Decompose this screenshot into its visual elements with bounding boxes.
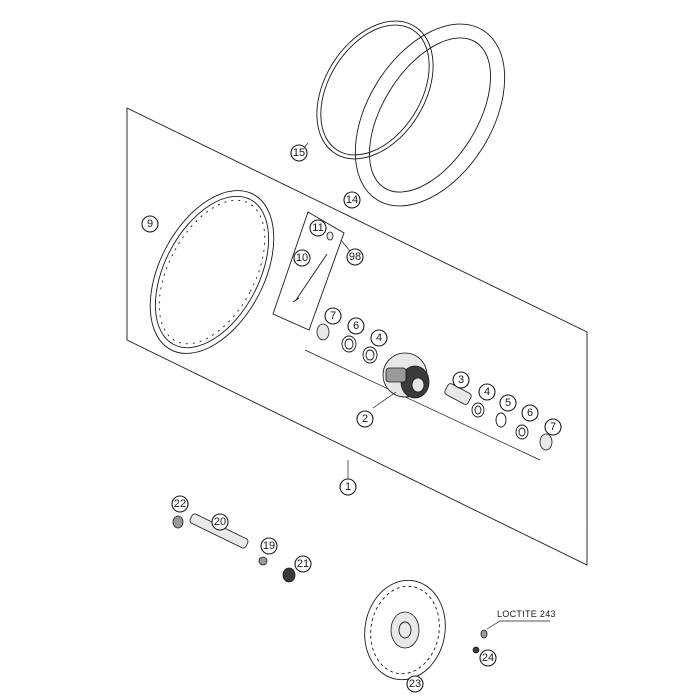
callout-23: 23 xyxy=(406,675,424,693)
callout-5: 5 xyxy=(499,394,517,412)
callout-1: 1 xyxy=(339,478,357,496)
callout-19: 19 xyxy=(260,537,278,555)
svg-text:6: 6 xyxy=(527,407,533,419)
callout-14: 14 xyxy=(343,191,361,209)
hub-right-parts xyxy=(444,383,553,451)
callout-15: 15 xyxy=(290,144,308,162)
callout-24: 24 xyxy=(479,649,497,667)
callout-7-left: 7 xyxy=(324,307,342,325)
svg-text:15: 15 xyxy=(293,147,305,159)
svg-text:21: 21 xyxy=(297,558,309,570)
callout-11: 11 xyxy=(309,219,327,237)
svg-text:9: 9 xyxy=(147,218,153,230)
tire xyxy=(354,23,506,207)
callout-4-left: 4 xyxy=(370,329,388,347)
svg-text:23: 23 xyxy=(409,678,421,690)
callout-20: 20 xyxy=(211,513,229,531)
hub-left-parts xyxy=(304,323,541,461)
svg-text:4: 4 xyxy=(376,332,382,344)
svg-text:4: 4 xyxy=(484,386,490,398)
svg-text:10: 10 xyxy=(296,252,308,264)
callout-4-right: 4 xyxy=(478,383,496,401)
svg-text:1: 1 xyxy=(345,481,351,493)
callout-6-right: 6 xyxy=(521,404,539,422)
svg-text:11: 11 xyxy=(312,222,323,234)
rim xyxy=(149,190,275,354)
svg-text:24: 24 xyxy=(482,652,494,664)
spoke-set xyxy=(272,211,345,331)
assembly-frame xyxy=(126,107,588,566)
svg-text:6: 6 xyxy=(353,320,359,332)
svg-text:2: 2 xyxy=(362,413,368,425)
svg-text:22: 22 xyxy=(174,498,186,510)
svg-text:19: 19 xyxy=(263,540,275,552)
callout-10: 10 xyxy=(293,249,311,267)
callout-3: 3 xyxy=(452,371,470,389)
svg-text:98: 98 xyxy=(349,251,361,263)
callout-9: 9 xyxy=(141,215,159,233)
callout-2: 2 xyxy=(356,410,374,428)
svg-text:7: 7 xyxy=(550,421,556,433)
loctite-note: LOCTITE 243 xyxy=(497,609,556,619)
svg-text:14: 14 xyxy=(346,194,358,206)
svg-text:3: 3 xyxy=(458,374,464,386)
callout-22: 22 xyxy=(171,495,189,513)
callout-7-right: 7 xyxy=(544,418,562,436)
disc-bolt xyxy=(472,620,550,654)
inner-tube xyxy=(316,20,434,160)
svg-text:20: 20 xyxy=(214,516,226,528)
svg-text:7: 7 xyxy=(330,310,336,322)
callout-6-left: 6 xyxy=(347,317,365,335)
svg-text:5: 5 xyxy=(505,397,511,409)
callout-98: 98 xyxy=(346,248,364,266)
callout-21: 21 xyxy=(294,555,312,573)
hub xyxy=(382,352,430,399)
brake-disc xyxy=(364,579,446,681)
axle-group xyxy=(172,513,296,583)
